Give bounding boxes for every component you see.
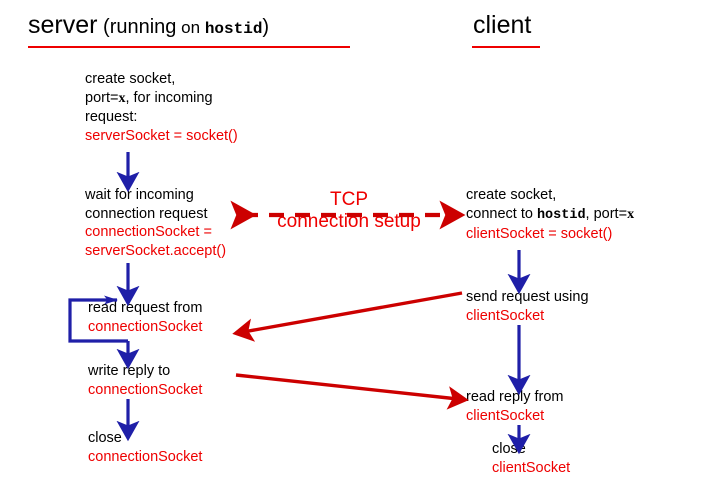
client-title-word: client	[473, 11, 532, 39]
server-step-close: close connectionSocket	[88, 429, 202, 466]
client-create-line2: connect to hostid, port=x	[466, 205, 634, 226]
server-create-line2: port=x, for incoming	[85, 89, 238, 109]
server-create-port-value: x	[118, 90, 126, 106]
server-step-write-reply: write reply to connectionSocket	[88, 362, 202, 399]
server-column-title: server (running on hostid)	[28, 12, 269, 38]
server-create-line3: request:	[85, 109, 138, 125]
server-read-line1: read request from	[88, 300, 203, 316]
client-connect-hostid: hostid	[536, 207, 586, 223]
server-step-create-socket: create socket, port=x, for incoming requ…	[85, 70, 238, 145]
client-title-underline	[472, 46, 540, 48]
server-wait-line1: wait for incoming	[85, 187, 194, 203]
client-readreply-code: clientSocket	[466, 407, 545, 424]
server-close-code: connectionSocket	[88, 448, 203, 465]
server-wait-code2: serverSocket.accept()	[85, 242, 227, 259]
tcp-label-line2: connection setup	[277, 211, 421, 232]
client-connect-port-label: , port=	[585, 205, 628, 222]
server-read-code: connectionSocket	[88, 318, 203, 335]
client-close-code: clientSocket	[492, 459, 571, 476]
client-step-send-request: send request using clientSocket	[466, 288, 589, 325]
client-create-line1: create socket,	[466, 187, 557, 203]
client-send-line1: send request using	[466, 289, 589, 305]
arrow-request-client-to-server	[232, 291, 463, 342]
server-close-line1: close	[88, 430, 122, 446]
tcp-connection-setup-label: TCP connection setup	[254, 189, 444, 233]
server-title-on: on	[181, 18, 201, 37]
client-connect-label: connect to	[466, 205, 537, 222]
client-column-title: client	[473, 12, 531, 38]
tcp-label-line1: TCP	[330, 189, 368, 210]
server-title-hostid: hostid	[204, 20, 263, 38]
server-create-port-label: port=	[85, 89, 119, 106]
server-step-read-request: read request from connectionSocket	[88, 299, 202, 336]
client-close-line1: close	[492, 441, 526, 457]
client-step-read-reply: read reply from clientSocket	[466, 388, 564, 425]
client-connect-port-value: x	[627, 206, 635, 222]
server-wait-code1: connectionSocket =	[85, 224, 212, 240]
server-write-code: connectionSocket	[88, 381, 203, 398]
server-title-underline	[28, 46, 350, 48]
server-wait-line2: connection request	[85, 205, 208, 222]
client-create-code: clientSocket = socket()	[466, 226, 613, 242]
server-title-running: running	[109, 16, 177, 38]
server-step-wait-connection: wait for incoming connection request con…	[85, 186, 226, 260]
client-send-code: clientSocket	[466, 307, 545, 324]
server-title-paren-open: (	[103, 16, 110, 38]
client-step-close: close clientSocket	[492, 440, 570, 477]
server-title-paren-close: )	[262, 16, 270, 38]
client-readreply-line1: read reply from	[466, 389, 564, 405]
server-write-line1: write reply to	[88, 363, 171, 379]
server-create-code: serverSocket = socket()	[85, 127, 238, 144]
server-create-line1: create socket,	[85, 71, 176, 87]
client-step-create-socket: create socket, connect to hostid, port=x…	[466, 186, 634, 244]
arrow-reply-server-to-client	[235, 373, 469, 410]
server-create-line2-rest: , for incoming	[125, 89, 213, 106]
server-title-word: server	[28, 11, 98, 39]
